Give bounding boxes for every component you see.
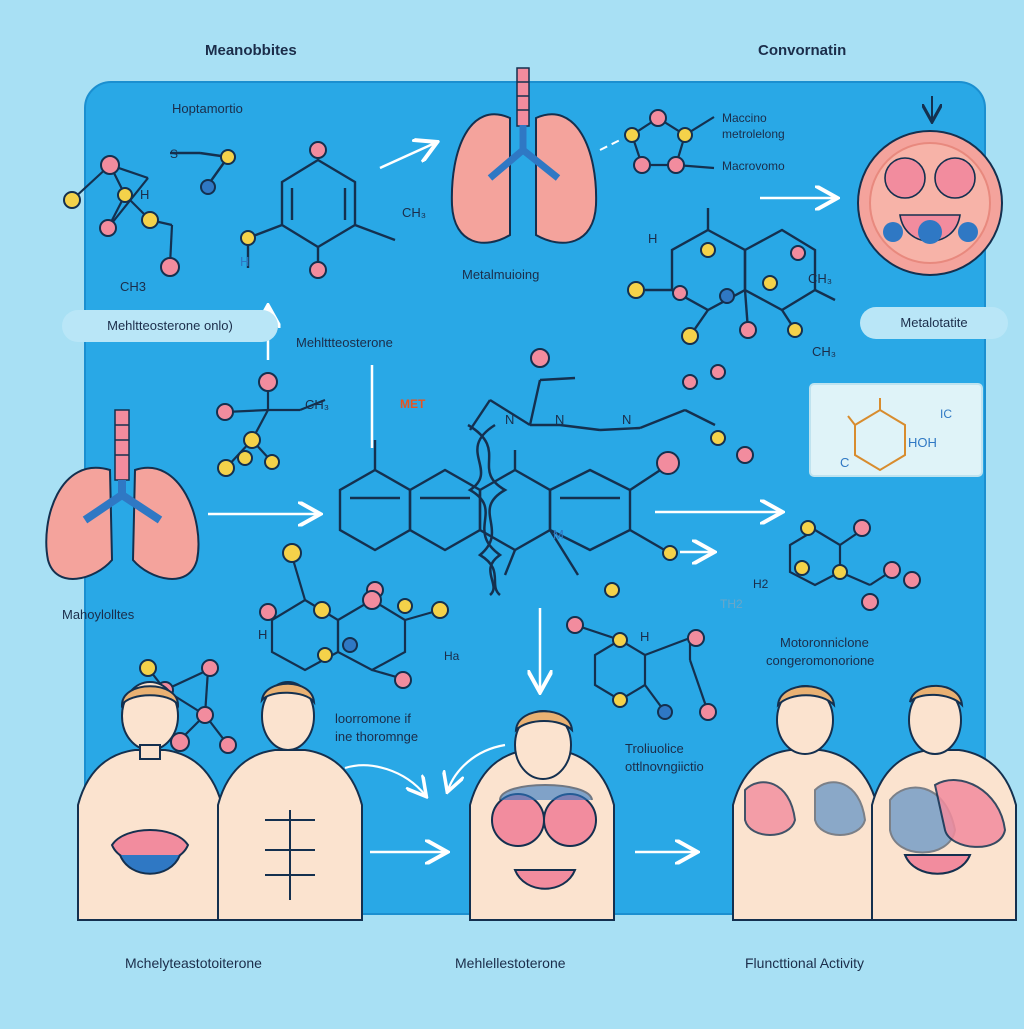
atom-n-2: N bbox=[555, 412, 565, 427]
atom-c: C bbox=[840, 455, 850, 470]
label-metrolelong: metrolelong bbox=[722, 127, 785, 141]
label-macrovomo: Macrovomo bbox=[722, 159, 785, 173]
header-top-left: Meanobbites bbox=[205, 42, 297, 59]
curved-arrow-1 bbox=[344, 764, 425, 795]
molecule-left-mid-atoms bbox=[216, 372, 280, 477]
atom-h-2: H bbox=[240, 254, 250, 269]
molecule-lower-center-atoms bbox=[566, 582, 717, 721]
molecule-right-mid-atoms bbox=[794, 519, 921, 611]
molecule-central-atoms bbox=[366, 348, 754, 599]
person-1-torso bbox=[77, 681, 223, 921]
label-hoh: HOH bbox=[908, 435, 937, 450]
lungs-left-icon bbox=[45, 409, 200, 580]
atom-h-3: H bbox=[648, 231, 658, 246]
atom-n-1: N bbox=[505, 412, 515, 427]
label-maccino: Maccino bbox=[722, 111, 767, 125]
person-3-torso bbox=[469, 710, 615, 921]
label-methitteoterone-pill: Mehltteosterone onlo) bbox=[62, 310, 278, 342]
header-top-right: Convornatin bbox=[758, 42, 847, 59]
molecule-top-right-small-atoms bbox=[624, 109, 693, 174]
footer-right-label: Fluncttional Activity bbox=[745, 955, 865, 971]
molecule-right-hex-atoms bbox=[627, 242, 806, 345]
label-mehltteosterone: Mehlttteosterone bbox=[296, 335, 393, 350]
atom-h2: H2 bbox=[753, 577, 769, 591]
label-metalotatite-pill: Metalotatite bbox=[860, 307, 1008, 339]
atom-ha: Ha bbox=[444, 649, 460, 663]
label-hoptamortio: Hoptamortio bbox=[172, 101, 243, 116]
label-met: MET bbox=[400, 397, 426, 411]
molecule-lower-left-atoms bbox=[259, 543, 449, 689]
atom-h-5: H bbox=[640, 629, 650, 644]
atom-ch3-1: CH3 bbox=[120, 279, 147, 294]
atom-m: M bbox=[553, 527, 564, 542]
atom-ic: IC bbox=[940, 407, 952, 421]
label-ine-thoromnge: ine thoromnge bbox=[335, 729, 419, 744]
atom-th2: TH2 bbox=[720, 597, 743, 611]
atom-ch3-5: CH₃ bbox=[812, 344, 837, 359]
atom-ch3-4: CH₃ bbox=[808, 271, 833, 286]
label-metalmuioing: Metalmuioing bbox=[462, 267, 540, 282]
atom-ch3-3: CH₃ bbox=[305, 397, 330, 412]
arrow-top-1 bbox=[379, 143, 435, 170]
person-5-torso bbox=[871, 684, 1017, 921]
person-2-torso bbox=[217, 681, 363, 921]
atom-ch3-2: CH₃ bbox=[402, 205, 427, 220]
atom-h-1: H bbox=[140, 187, 150, 202]
label-ottlnovngiictio: ottlnovngiictio bbox=[625, 759, 704, 774]
footer-left-label: Mchelyteastotoiterone bbox=[125, 955, 262, 971]
hoh-ring bbox=[847, 398, 906, 472]
label-congeromono: congeromonorione bbox=[766, 653, 875, 668]
footer-middle-label: Mehlellestoterone bbox=[455, 955, 566, 971]
hoh-box bbox=[809, 383, 983, 477]
label-motoronniclone: Motoronniclone bbox=[780, 635, 869, 650]
label-mahoylolltes: Mahoylolltes bbox=[62, 607, 135, 622]
organ-circle-icon bbox=[857, 130, 1003, 276]
atom-h-4: H bbox=[258, 627, 268, 642]
molecule-central-steroid bbox=[338, 376, 716, 576]
atom-n-3: N bbox=[622, 412, 632, 427]
person-4-torso bbox=[732, 685, 878, 921]
lungs-top-icon bbox=[450, 67, 598, 244]
molecule-ring-top-atoms bbox=[200, 141, 327, 279]
label-troliuolice: Troliuolice bbox=[625, 741, 684, 756]
atom-s-1: S bbox=[170, 147, 179, 161]
molecule-top-left-atoms bbox=[63, 155, 180, 277]
arrow-top-2 bbox=[599, 139, 621, 151]
label-loorromone: loorromone if bbox=[335, 711, 411, 726]
curved-arrow-2 bbox=[448, 743, 506, 790]
dna-strand-icon bbox=[467, 423, 508, 596]
